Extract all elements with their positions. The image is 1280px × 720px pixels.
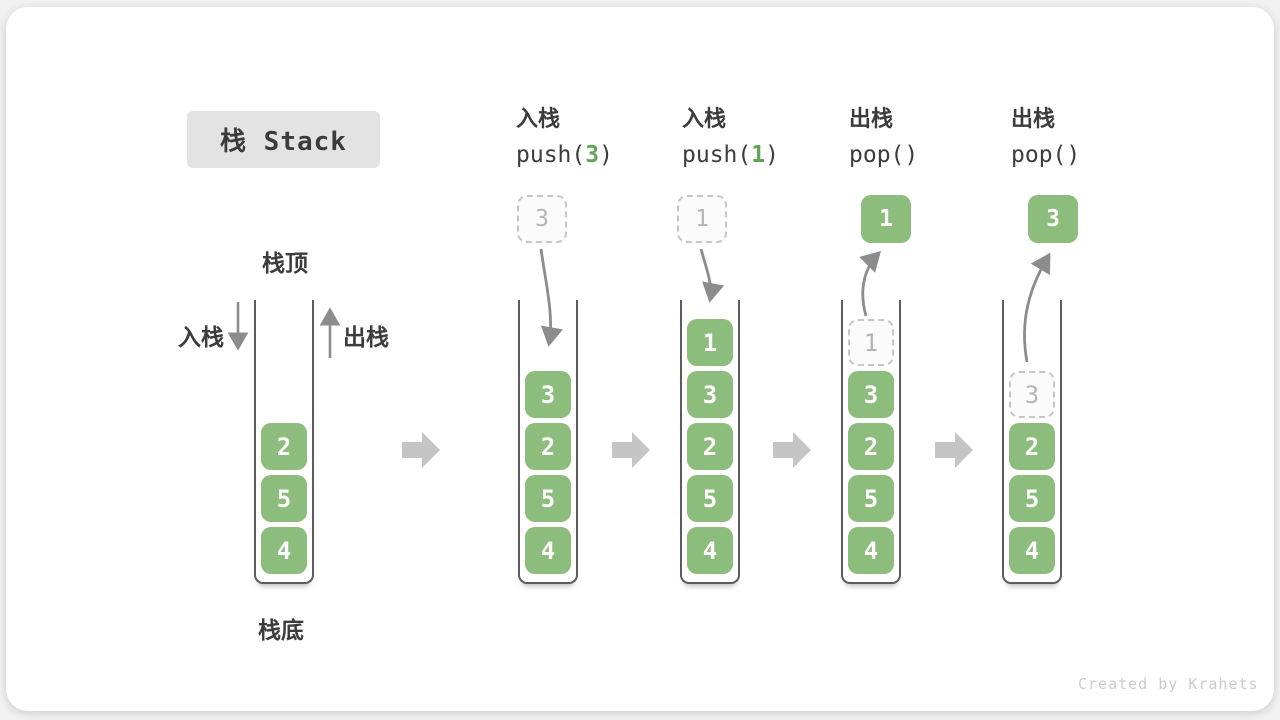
stack-block: 5 bbox=[1009, 475, 1055, 522]
code-pre: pop() bbox=[1011, 142, 1081, 168]
outgoing-value-box: 1 bbox=[861, 195, 911, 243]
op-label-pop-2: 出栈 pop() bbox=[1011, 105, 1171, 169]
watermark: Created by Krahets bbox=[1078, 675, 1259, 693]
pop-side-label: 出栈 bbox=[343, 325, 389, 351]
popped-ghost-block: 3 bbox=[1009, 371, 1055, 418]
stack-block: 3 bbox=[848, 371, 894, 418]
code-arg: 3 bbox=[585, 142, 600, 168]
code-pre: pop() bbox=[849, 142, 919, 168]
stack-block: 2 bbox=[525, 423, 571, 470]
incoming-value-box: 1 bbox=[677, 195, 727, 243]
stack-bottom-label: 栈底 bbox=[258, 618, 304, 644]
push-side-label: 入栈 bbox=[178, 325, 224, 351]
stack-block: 2 bbox=[848, 423, 894, 470]
op-code: pop() bbox=[849, 141, 1009, 169]
title-badge: 栈 Stack bbox=[187, 111, 380, 168]
stack-block: 4 bbox=[1009, 527, 1055, 574]
op-label-push-3: 入栈 push(3) bbox=[516, 105, 676, 169]
popped-ghost-block: 1 bbox=[848, 319, 894, 366]
stack-block: 3 bbox=[687, 371, 733, 418]
stack-block: 5 bbox=[525, 475, 571, 522]
stack-top-label: 栈顶 bbox=[262, 251, 308, 277]
stack-block: 5 bbox=[687, 475, 733, 522]
stack-block: 5 bbox=[261, 475, 307, 522]
op-code: push(1) bbox=[682, 141, 842, 169]
op-code: push(3) bbox=[516, 141, 676, 169]
code-post: ) bbox=[599, 142, 613, 168]
stack-block: 4 bbox=[687, 527, 733, 574]
page-title: 栈 Stack bbox=[220, 127, 347, 157]
stack-block: 3 bbox=[525, 371, 571, 418]
stack-block: 4 bbox=[261, 527, 307, 574]
code-pre: push( bbox=[682, 142, 752, 168]
op-label-push-1: 入栈 push(1) bbox=[682, 105, 842, 169]
stack-block: 2 bbox=[687, 423, 733, 470]
op-name: 出栈 bbox=[1011, 107, 1056, 132]
outgoing-value-box: 3 bbox=[1028, 195, 1078, 243]
stack-block: 2 bbox=[1009, 423, 1055, 470]
incoming-value-box: 3 bbox=[517, 195, 567, 243]
op-code: pop() bbox=[1011, 141, 1171, 169]
code-pre: push( bbox=[516, 142, 586, 168]
op-label-pop-1: 出栈 pop() bbox=[849, 105, 1009, 169]
stack-block: 1 bbox=[687, 319, 733, 366]
code-post: ) bbox=[765, 142, 779, 168]
op-name: 入栈 bbox=[516, 107, 561, 132]
code-arg: 1 bbox=[751, 142, 766, 168]
stack-block: 2 bbox=[261, 423, 307, 470]
stack-block: 4 bbox=[525, 527, 571, 574]
stack-block: 5 bbox=[848, 475, 894, 522]
op-name: 出栈 bbox=[849, 107, 894, 132]
op-name: 入栈 bbox=[682, 107, 727, 132]
stack-block: 4 bbox=[848, 527, 894, 574]
